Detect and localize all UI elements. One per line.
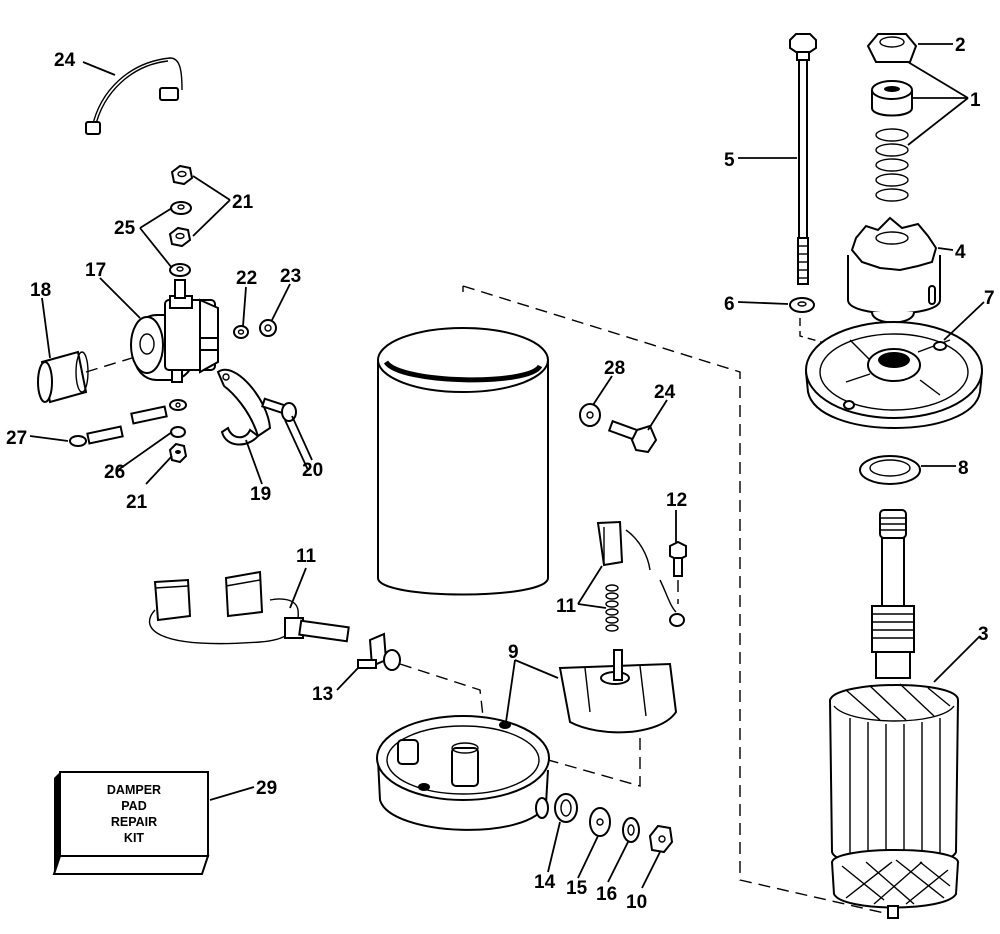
- callout-26: 24: [654, 382, 676, 403]
- callout-20: 20: [302, 460, 323, 481]
- washer-stack-14-16-nut-10: [554, 793, 674, 854]
- callout-21-bottom: 21: [126, 492, 148, 513]
- drive-end-cap-part-7: [805, 321, 983, 429]
- callout-16: 16: [596, 884, 617, 905]
- assembly-line-13: [399, 663, 489, 761]
- callout-9: 9: [508, 642, 519, 663]
- through-bolt-part-5: [789, 33, 817, 285]
- assembly-line-main: [462, 285, 894, 916]
- brush-assembly-part-11: [148, 570, 350, 645]
- boot-part-18: [37, 350, 89, 404]
- callout-19: 19: [250, 484, 271, 505]
- callout-2: 2: [955, 35, 966, 56]
- callout-23: 23: [280, 266, 301, 287]
- screw-part-12: [669, 540, 687, 604]
- nut-washer-stack-top: [168, 164, 194, 277]
- thrust-washer-part-8: [859, 455, 921, 485]
- kit-line-3: REPAIR: [111, 815, 157, 829]
- pinion-gear-part-4: [847, 216, 941, 324]
- kit-line-1: DAMPER: [107, 783, 161, 797]
- nut-part-2: [866, 33, 918, 63]
- callout-5: 5: [724, 150, 735, 171]
- callout-8: 8: [958, 458, 969, 479]
- end-cap: [376, 715, 550, 831]
- callout-17: 17: [85, 260, 106, 281]
- washer-part-28: [579, 403, 601, 427]
- callout-18: 18: [30, 280, 51, 301]
- callout-21-top: 21: [232, 192, 254, 213]
- callout-24-bottom: 26: [104, 462, 125, 483]
- callout-29: 29: [256, 778, 277, 799]
- callout-25: 27: [6, 428, 27, 449]
- callout-27: 24: [54, 50, 76, 71]
- bolt-part-26: [607, 419, 658, 454]
- callout-24-top: 25: [114, 218, 136, 239]
- callout-22: 22: [236, 268, 257, 289]
- callout-7: 7: [984, 288, 995, 309]
- bracket-part-19: [216, 368, 272, 446]
- damper-pad-repair-kit-box: DAMPER PAD REPAIR KIT: [52, 771, 210, 875]
- assembly-line-18-17: [85, 357, 133, 373]
- callout-6: 6: [724, 294, 735, 315]
- brush-spring-part-11: [596, 520, 685, 632]
- kit-line-2: PAD: [121, 799, 146, 813]
- callout-11-left: 11: [296, 546, 317, 567]
- small-nuts-22-23: [233, 319, 277, 339]
- callout-1: 1: [970, 90, 981, 111]
- cable-part-27: [85, 57, 183, 135]
- callout-10: 10: [626, 892, 647, 913]
- brush-holder-part-9: [558, 649, 678, 734]
- callout-11-right: 11: [556, 596, 577, 617]
- armature-part-3: [828, 509, 960, 919]
- callout-4: 4: [955, 242, 966, 263]
- nut-washer-bottom: [168, 426, 188, 464]
- callout-13: 13: [312, 684, 333, 705]
- solenoid-part-17: [130, 279, 219, 383]
- callout-14: 14: [534, 872, 556, 893]
- washer-part-6: [789, 297, 815, 313]
- leader-lines: [29, 43, 985, 889]
- callout-labels: 24 21 25 17 18 22 23 27 26 21 19 20 2 1 …: [6, 35, 995, 913]
- callout-3: 3: [978, 624, 989, 645]
- callout-28: 28: [604, 358, 625, 379]
- cable-part-25: [69, 399, 187, 447]
- field-frame-cylinder: [377, 327, 549, 596]
- terminal-part-13: [357, 632, 401, 671]
- kit-line-4: KIT: [124, 831, 145, 845]
- callout-15: 15: [566, 878, 588, 899]
- callout-12: 12: [666, 490, 687, 511]
- spacer-spring-part-1: [871, 80, 913, 202]
